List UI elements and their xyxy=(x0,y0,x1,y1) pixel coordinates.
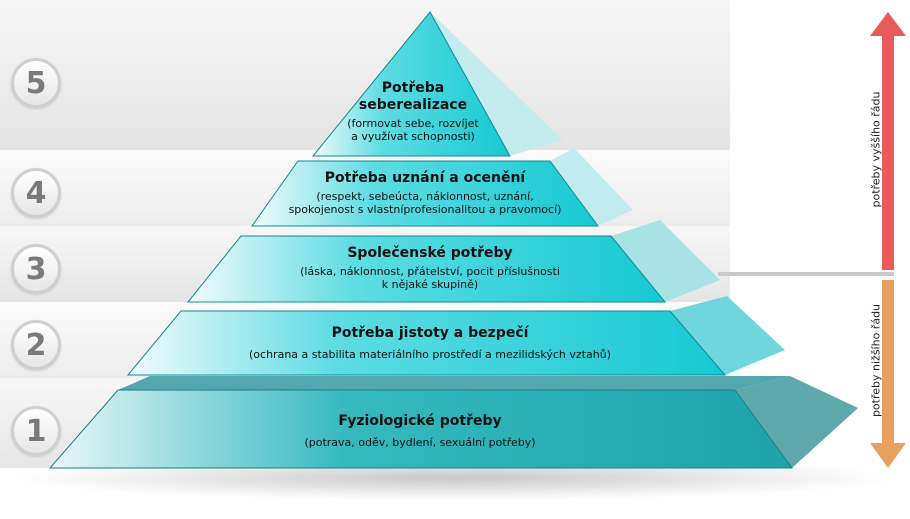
level-1-face xyxy=(48,389,793,469)
level-2-side xyxy=(670,296,785,375)
level-5-side xyxy=(430,12,563,156)
higher-order-arrow xyxy=(870,12,906,270)
level-5-description: (formovat sebe, rozvíjet a využívat scho… xyxy=(347,117,479,143)
lower-order-label: potřeby nižšího řádu xyxy=(869,303,883,418)
level-5-title: Potřeba seberealizace xyxy=(358,80,468,113)
level-1-text: Fyziologické potřeby (potrava, oděv, byd… xyxy=(180,413,660,449)
level-number-4: 4 xyxy=(11,168,61,218)
order-divider xyxy=(718,272,894,276)
level-3-description: (láska, náklonnost, přátelství, pocit př… xyxy=(300,265,560,291)
level-1-side xyxy=(735,376,858,468)
level-number-3: 3 xyxy=(11,244,61,294)
level-3-title: Společenské potřeby xyxy=(347,245,513,261)
level-4-face xyxy=(251,160,599,227)
level-1-description: (potrava, oděv, bydlení, sexuální potřeb… xyxy=(304,436,536,449)
level-2-face xyxy=(126,310,727,376)
level-5-face xyxy=(311,11,511,157)
level-number-1: 1 xyxy=(11,406,61,456)
level-1-title: Fyziologické potřeby xyxy=(338,413,502,429)
level-4-description: (respekt, sebeúcta, náklonnost, uznání, … xyxy=(288,190,562,216)
level-5-text: Potřeba seberealizace (formovat sebe, ro… xyxy=(318,80,508,143)
level-4-title: Potřeba uznání a ocenění xyxy=(324,170,526,186)
level-4-side xyxy=(550,148,633,226)
level-number-5: 5 xyxy=(11,58,61,108)
level-3-face xyxy=(186,235,667,303)
level-2-description: (ochrana a stabilita materiálního prostř… xyxy=(249,348,611,361)
level-2-text: Potřeba jistoty a bezpečí (ochrana a sta… xyxy=(150,325,710,361)
level-number-2: 2 xyxy=(11,320,61,370)
lower-order-arrow xyxy=(870,280,906,468)
level-1-top xyxy=(118,376,790,390)
higher-order-label: potřeby vyššího řádu xyxy=(869,91,883,208)
level-2-title: Potřeba jistoty a bezpečí xyxy=(331,325,529,341)
level-3-text: Společenské potřeby (láska, náklonnost, … xyxy=(230,245,630,291)
level-4-text: Potřeba uznání a ocenění (respekt, sebeú… xyxy=(255,170,595,216)
level-3-side xyxy=(611,220,720,302)
